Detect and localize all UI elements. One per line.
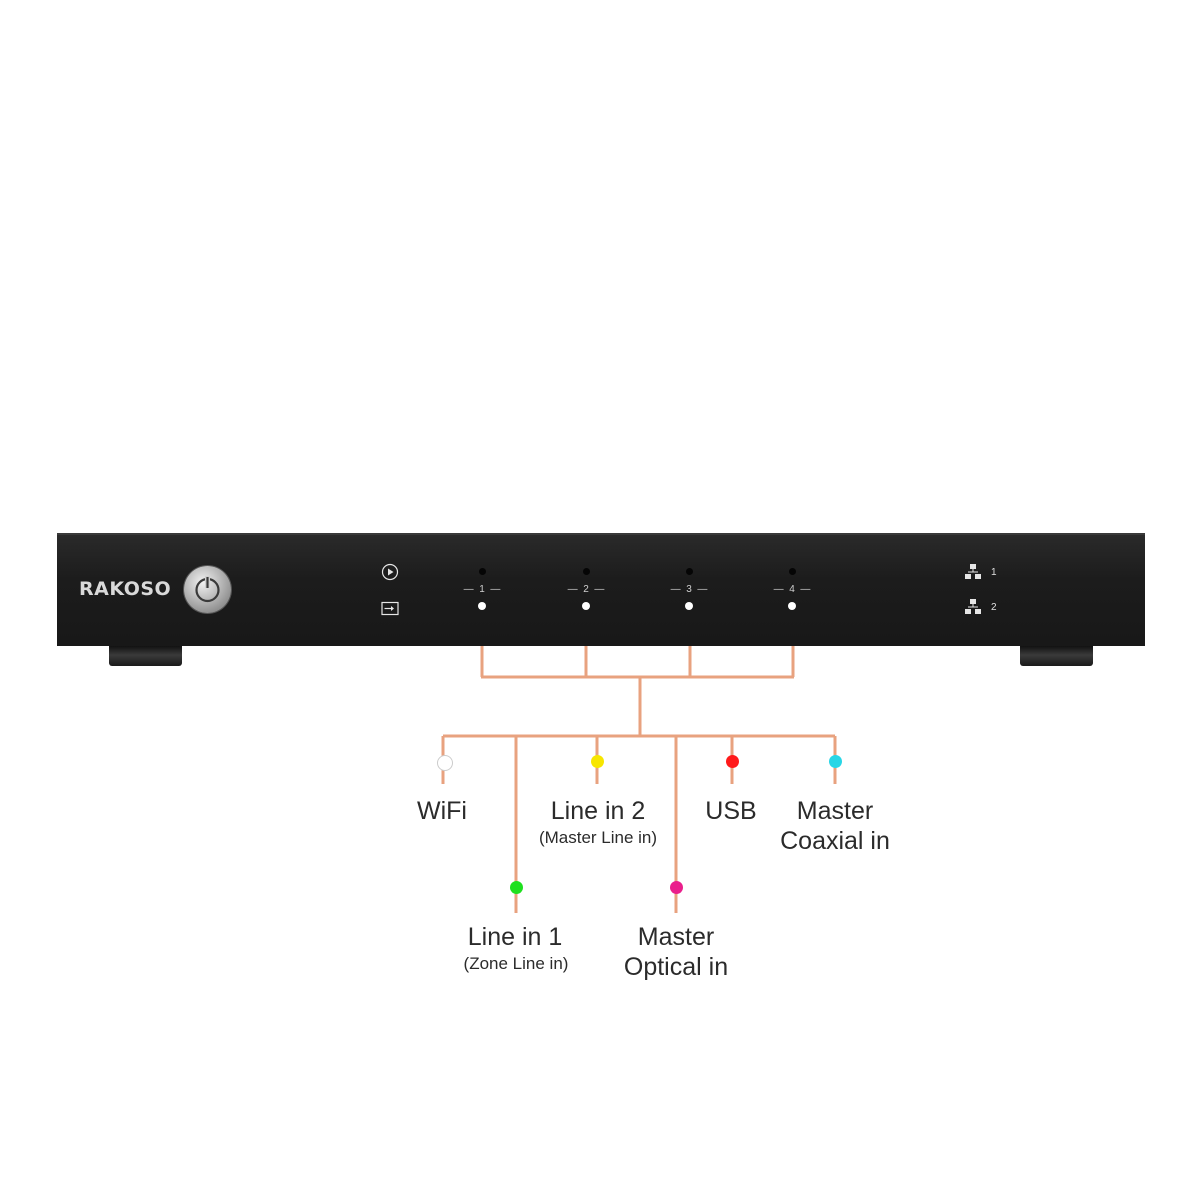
zone-4-source-led bbox=[788, 602, 796, 610]
source-sublabel-line-in-2: (Master Line in) bbox=[538, 828, 658, 847]
zone-3-label: — 3 — bbox=[670, 584, 708, 595]
device-foot-right bbox=[1020, 646, 1093, 666]
zone-3-number: 3 bbox=[686, 584, 692, 595]
zone-4-number: 4 bbox=[789, 584, 795, 595]
source-label-usb: USB bbox=[705, 797, 757, 825]
power-button[interactable] bbox=[184, 566, 231, 613]
network-port-2-label: 2 bbox=[991, 602, 997, 613]
zone-2-label: — 2 — bbox=[567, 584, 605, 595]
coaxial-color-dot bbox=[829, 755, 842, 768]
connector-lines bbox=[441, 610, 837, 913]
wifi-color-dot bbox=[437, 755, 453, 771]
zone-4-label: — 4 — bbox=[773, 584, 811, 595]
zone-2-status-led bbox=[583, 568, 590, 575]
source-label-line-in-2: Line in 2 bbox=[550, 797, 646, 825]
line-in-1-color-dot bbox=[510, 881, 523, 894]
zone-4-status-led bbox=[789, 568, 796, 575]
amplifier-front-panel bbox=[57, 533, 1145, 646]
network-icon bbox=[965, 599, 981, 614]
device-foot-left bbox=[109, 646, 182, 666]
source-label-line-in-1: Line in 1 bbox=[467, 923, 563, 951]
zone-1-number: 1 bbox=[479, 584, 485, 595]
usb-color-dot bbox=[726, 755, 739, 768]
source-label-optical-master: Master bbox=[637, 923, 715, 951]
zone-1-status-led bbox=[479, 568, 486, 575]
power-icon bbox=[195, 576, 220, 603]
zone-3-status-led bbox=[686, 568, 693, 575]
zone-3-source-led bbox=[685, 602, 693, 610]
source-label-wifi: WiFi bbox=[417, 797, 467, 825]
network-icon bbox=[965, 564, 981, 579]
network-port-1-label: 1 bbox=[991, 567, 997, 578]
zone-1-label: — 1 — bbox=[463, 584, 501, 595]
source-label-optical: Optical in bbox=[623, 953, 729, 981]
source-label-coaxial: Coaxial in bbox=[780, 827, 890, 855]
play-icon bbox=[381, 563, 399, 581]
brand-logo: RAKOSO bbox=[79, 578, 172, 600]
zone-2-number: 2 bbox=[583, 584, 589, 595]
source-sublabel-line-in-1: (Zone Line in) bbox=[463, 954, 569, 973]
input-icon bbox=[381, 601, 399, 616]
line-in-2-color-dot bbox=[591, 755, 604, 768]
zone-1-source-led bbox=[478, 602, 486, 610]
zone-2-source-led bbox=[582, 602, 590, 610]
source-label-coaxial-master: Master bbox=[796, 797, 874, 825]
optical-color-dot bbox=[670, 881, 683, 894]
